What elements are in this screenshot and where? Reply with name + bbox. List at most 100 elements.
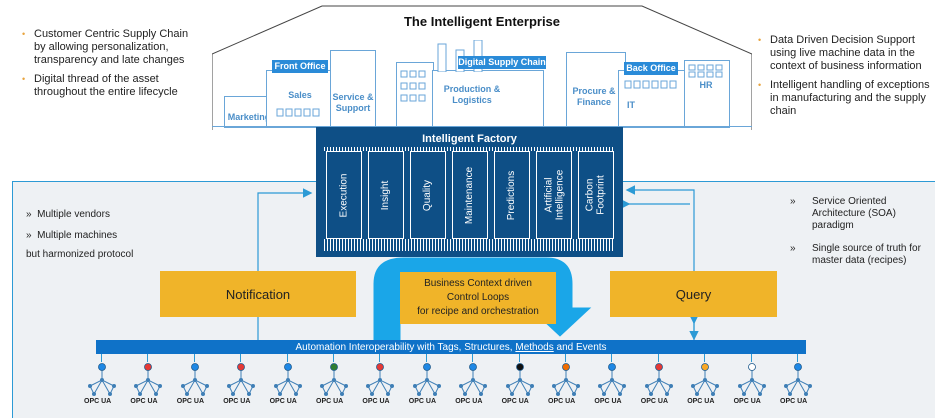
opc-stem — [565, 354, 566, 362]
network-node-icon — [88, 363, 116, 396]
opc-ua-label: OPC UA — [501, 398, 529, 405]
opc-ua-node: OPC UA — [778, 362, 818, 410]
opc-stem — [193, 354, 195, 362]
opc-ua-label: OPC UA — [780, 398, 808, 405]
right-bullets: •Data Driven Decision Support using live… — [758, 34, 935, 124]
network-node-icon — [644, 363, 673, 396]
opc-ua-node: OPC UA — [732, 362, 772, 410]
network-node-icon — [691, 363, 720, 396]
opc-ua-node: OPC UA — [407, 362, 447, 410]
opc-ua-label: OPC UA — [408, 398, 437, 405]
label-production: Production & Logistics — [443, 84, 501, 105]
factory-column-insight: Insight — [368, 151, 404, 239]
opc-ua-node: OPC UA — [221, 362, 261, 410]
factory-column-predictions: Predictions — [494, 151, 530, 239]
opc-ua-label: OPC UA — [269, 398, 297, 405]
opc-ua-label: OPC UA — [733, 398, 761, 405]
building-service — [330, 50, 376, 128]
chevron-marker-icon: » — [790, 196, 796, 207]
control-loop-box: Business Context driven Control Loops fo… — [400, 272, 556, 324]
bullet-dot-icon: • — [22, 29, 26, 39]
chevron-marker-icon: » — [26, 209, 32, 220]
factory-column-ai: Artificial Intelligence — [536, 151, 572, 239]
opc-stem — [611, 354, 613, 362]
network-node-icon — [598, 363, 627, 396]
opc-stem — [704, 354, 706, 362]
network-node-icon — [320, 363, 348, 396]
bullet-dot-icon: • — [758, 35, 762, 45]
lower-right-item-1: » Service Oriented Architecture (SOA) pa… — [790, 196, 896, 231]
opc-ua-label: OPC UA — [130, 398, 158, 405]
sales-windows — [276, 108, 320, 117]
network-node-icon — [366, 363, 395, 396]
opc-stem — [240, 354, 242, 362]
opc-ua-node: OPC UA — [639, 362, 679, 410]
lower-left-note: but harmonized protocol — [26, 249, 134, 260]
building-hr — [684, 60, 730, 128]
network-node-icon — [412, 363, 441, 396]
network-node-icon — [505, 363, 534, 396]
opc-ua-node: OPC UA — [685, 362, 725, 410]
tag-digital-supply-chain: Digital Supply Chain — [458, 56, 546, 69]
opc-stem — [797, 354, 798, 362]
factory-title: Intelligent Factory — [422, 133, 517, 145]
interoperability-bar: Automation Interoperability with Tags, S… — [96, 340, 806, 354]
network-node-icon — [180, 363, 209, 396]
lower-left-item-1: » Multiple vendors — [26, 209, 110, 220]
opc-ua-label: OPC UA — [362, 398, 390, 405]
opc-ua-node: OPC UA — [82, 362, 122, 410]
left-bullet-1: •Customer Centric Supply Chain by allowi… — [22, 28, 189, 66]
opc-ua-node: OPC UA — [546, 362, 586, 410]
opc-ua-label: OPC UA — [316, 398, 344, 405]
it-windows — [624, 80, 677, 89]
opc-ua-label: OPC UA — [548, 398, 576, 405]
network-node-icon — [273, 363, 302, 396]
opc-ua-label: OPC UA — [594, 398, 622, 405]
bullet-dot-icon: • — [22, 74, 26, 84]
right-bullet-1: •Data Driven Decision Support using live… — [758, 34, 922, 72]
factory-hatch-bottom — [324, 239, 615, 251]
building-it — [618, 70, 688, 128]
hr-windows — [688, 64, 723, 78]
opc-stem — [379, 354, 381, 362]
opc-ua-label: OPC UA — [176, 398, 205, 405]
right-bullet-2: •Intelligent handling of exceptions in m… — [758, 79, 930, 117]
factory-column-execution: Execution — [326, 151, 362, 239]
building-procure — [566, 52, 626, 128]
opc-stem — [750, 354, 752, 362]
label-hr: HR — [699, 80, 713, 90]
production-windows — [400, 70, 426, 102]
chevron-marker-icon: » — [26, 230, 32, 241]
opc-ua-node: OPC UA — [175, 362, 215, 410]
opc-ua-node: OPC UA — [592, 362, 632, 410]
tag-front-office: Front Office — [272, 60, 328, 73]
network-node-icon — [459, 363, 488, 396]
opc-ua-node: OPC UA — [268, 362, 308, 410]
network-node-icon — [784, 363, 812, 396]
label-service: Service & Support — [332, 92, 374, 113]
chevron-marker-icon: » — [790, 243, 796, 254]
factory-column-quality: Quality — [410, 151, 446, 239]
opc-ua-label: OPC UA — [223, 398, 251, 405]
network-node-icon — [737, 363, 766, 396]
factory-column-maintenance: Maintenance — [452, 151, 488, 239]
notification-box: Notification — [160, 271, 356, 317]
opc-stem — [101, 354, 102, 362]
enterprise-baseline — [212, 126, 752, 127]
label-marketing: Marketing — [227, 112, 271, 122]
opc-stem — [518, 354, 520, 362]
enterprise-title: The Intelligent Enterprise — [403, 14, 561, 29]
label-sales: Sales — [288, 90, 312, 100]
opc-ua-node: OPC UA — [500, 362, 540, 410]
opc-ua-label: OPC UA — [687, 398, 715, 405]
label-procure: Procure & Finance — [572, 86, 616, 107]
opc-stem — [333, 354, 334, 362]
lower-right-item-2: » Single source of truth for master data… — [790, 243, 921, 266]
enterprise-roof — [212, 5, 752, 130]
tag-back-office: Back Office — [624, 62, 678, 75]
label-it: IT — [627, 100, 635, 110]
network-node-icon — [134, 363, 163, 396]
opc-ua-node: OPC UA — [453, 362, 493, 410]
opc-ua-label: OPC UA — [640, 398, 669, 405]
building-production — [432, 70, 544, 128]
